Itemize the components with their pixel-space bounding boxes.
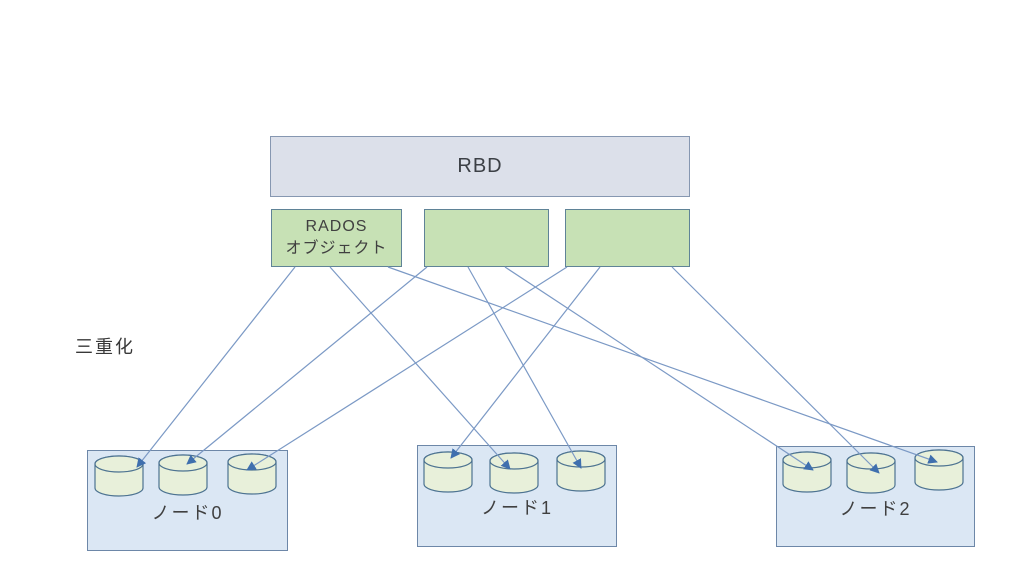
node-box-0: ノード0 [87, 450, 288, 551]
node-box-1: ノード1 [417, 445, 617, 547]
replication-arrow-box0-node1-disk1 [329, 266, 511, 470]
replication-arrow-box0-node0-disk0 [136, 266, 296, 468]
rbd-box: RBD [270, 136, 690, 197]
rados-object-box-2 [565, 209, 690, 267]
node-box-2: ノード2 [776, 446, 975, 547]
replication-arrow-box2-node0-disk2 [246, 266, 568, 471]
rados-object-label-line2: オブジェクト [285, 240, 388, 257]
replication-arrow-box2-node1-disk0 [450, 266, 601, 459]
rados-object-label-line1: RADOS [305, 218, 368, 236]
replication-arrow-box2-node2-disk1 [671, 266, 880, 474]
replication-arrow-box0-node2-disk2 [387, 266, 938, 464]
rbd-label: RBD [457, 155, 503, 177]
replication-arrow-box1-node1-disk2 [467, 266, 582, 469]
replication-arrow-box1-node2-disk0 [504, 266, 814, 471]
rados-object-box-1 [424, 209, 549, 267]
replication-arrow-box1-node0-disk1 [186, 266, 428, 465]
rados-object-box-0: RADOS オブジェクト [271, 209, 402, 267]
node-label: ノード1 [480, 498, 553, 518]
replication-label: 三重化 [75, 337, 135, 357]
node-label: ノード0 [151, 503, 224, 523]
node-label: ノード2 [839, 499, 912, 519]
